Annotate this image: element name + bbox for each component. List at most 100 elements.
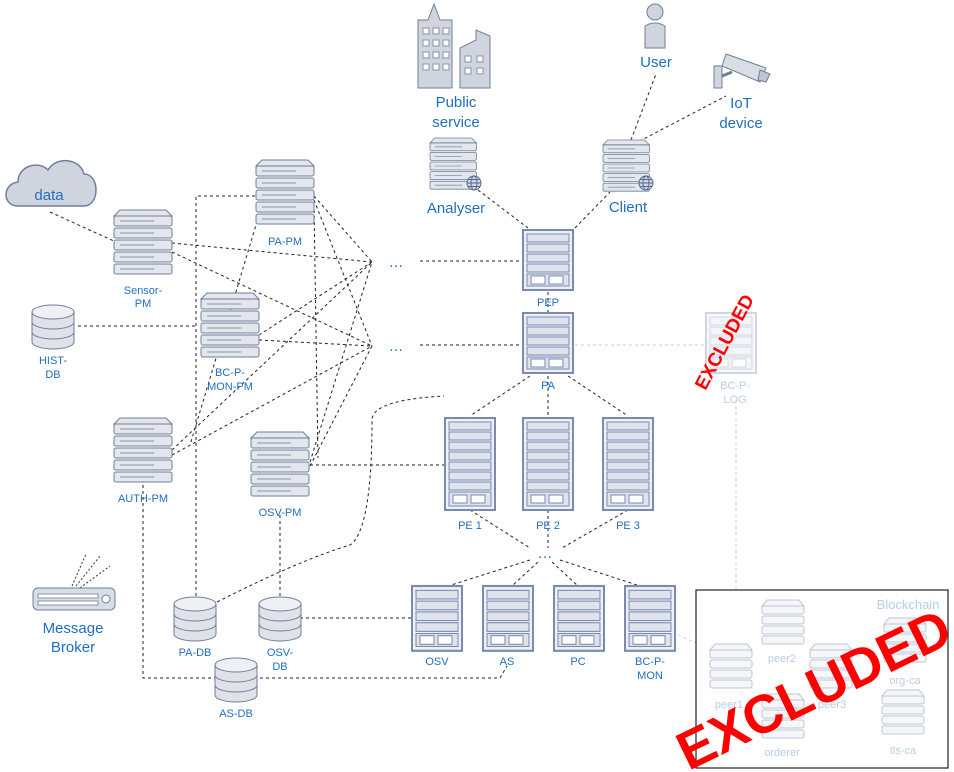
rack-server-icon [602,417,654,511]
orderer-label: orderer [764,747,800,759]
iot-device-label-1: IoT [730,95,752,112]
cloud-icon [5,160,97,207]
pe1-node: PE 1 [444,417,496,532]
osv-label: OSV [425,656,449,668]
pa-db-node: PA-DB [173,596,217,659]
analyser-label: Analyser [427,200,485,217]
database-icon [214,657,258,703]
client-label: Client [609,199,648,216]
bc-p-log-node: BC-P- LOG EXCLUDED [691,291,759,406]
pa-pm-label: PA-PM [268,236,302,248]
rack-server-icon [623,584,677,652]
pa-pm-node: PA-PM [255,159,315,248]
rack-server-icon [552,584,606,652]
bc-p-mon-node: BC-P- MON [623,584,677,682]
sensor-pm-label-1: Sensor- [124,285,163,297]
rack-server-icon [444,417,496,511]
server-stack-icon [113,209,173,275]
data-cloud: data [5,160,97,207]
server-stack-icon [113,417,173,483]
ellipsis-node-lower: … [389,338,404,355]
pe1-label: PE 1 [458,520,482,532]
auth-pm-node: AUTH-PM [113,417,173,505]
public-service-label-2: service [432,114,480,131]
pe2-label: PE 2 [536,520,560,532]
public-service-node: Public service [417,2,491,131]
bc-p-mon-pm-label-2: MON-PM [207,381,253,393]
analyser-node: Analyser [427,137,485,217]
pa-db-label: PA-DB [179,647,212,659]
ellipsis-node-pe: … [538,545,553,562]
public-service-label-1: Public [436,94,477,111]
osv-db-label-2: DB [272,661,287,673]
pa-node: PA [522,312,574,392]
iot-device-label-2: device [719,115,762,132]
data-label: data [34,187,64,204]
rack-server-icon [522,229,574,291]
hist-db-label-1: HIST- [39,355,67,367]
auth-pm-label: AUTH-PM [118,493,168,505]
person-icon [644,3,666,49]
server-stack-icon [709,643,753,689]
bc-p-log-label-1: BC-P- [720,380,750,392]
hist-db-label-2: DB [45,369,60,381]
iot-device-node: IoT device [713,53,771,132]
server-stack-icon [250,431,310,497]
database-icon [173,596,217,642]
pe3-label: PE 3 [616,520,640,532]
osv-node: OSV [410,584,464,668]
bc-p-mon-label-1: BC-P- [635,656,665,668]
tls-ca-label: tls-ca [890,745,917,757]
rack-server-icon [481,584,535,652]
message-broker-label-1: Message [43,620,104,637]
database-icon [31,304,75,350]
pep-node: PEP [522,229,574,309]
rack-server-icon [410,584,464,652]
blockchain-group: Blockchain peer2 peer3 peer1 org-ca orde… [667,589,954,772]
osv-pm-label: OSV-PM [259,507,302,519]
client-node: Client [602,139,654,216]
message-broker-node: Message Broker [32,553,116,656]
osv-db-node: OSV- DB [258,596,302,673]
bc-p-mon-pm-node: BC-P- MON-PM [200,292,260,393]
as-label: AS [500,656,515,668]
message-broker-label-2: Broker [51,639,95,656]
as-node: AS [481,584,535,668]
pc-label: PC [570,656,585,668]
user-node: User [640,3,672,71]
rack-server-icon [522,312,574,374]
bc-p-mon-pm-label-1: BC-P- [215,367,245,379]
osv-pm-node: OSV-PM [250,431,310,519]
osv-db-label-1: OSV- [267,647,294,659]
security-camera-icon [713,53,771,89]
database-icon [258,596,302,642]
ellipsis-node-upper: … [389,254,404,271]
bc-p-log-label-2: LOG [723,394,746,406]
peer1-label: peer1 [715,699,743,711]
buildings-icon [417,2,491,89]
bc-p-mon-label-2: MON [637,670,663,682]
rack-server-icon [522,417,574,511]
as-db-label: AS-DB [219,708,253,720]
server-stack-icon [200,292,260,358]
pc-node: PC [552,584,606,668]
pa-label: PA [541,380,556,392]
pe3-node: PE 3 [602,417,654,532]
as-db-node: AS-DB [214,657,258,720]
blockchain-label: Blockchain [877,597,940,612]
globe-icon [466,175,482,191]
globe-icon [638,175,654,191]
server-stack-icon [255,159,315,225]
user-label: User [640,54,672,71]
peer2-label: peer2 [768,653,796,665]
server-stack-icon [761,599,805,645]
org-ca-label: org-ca [889,675,921,687]
sensor-pm-label-2: PM [135,298,152,310]
router-icon [32,553,116,611]
server-stack-icon [881,689,925,735]
pep-label: PEP [537,297,559,309]
hist-db-node: HIST- DB [31,304,75,381]
sensor-pm-node: Sensor- PM [113,209,173,310]
pe2-node: PE 2 [522,417,574,532]
